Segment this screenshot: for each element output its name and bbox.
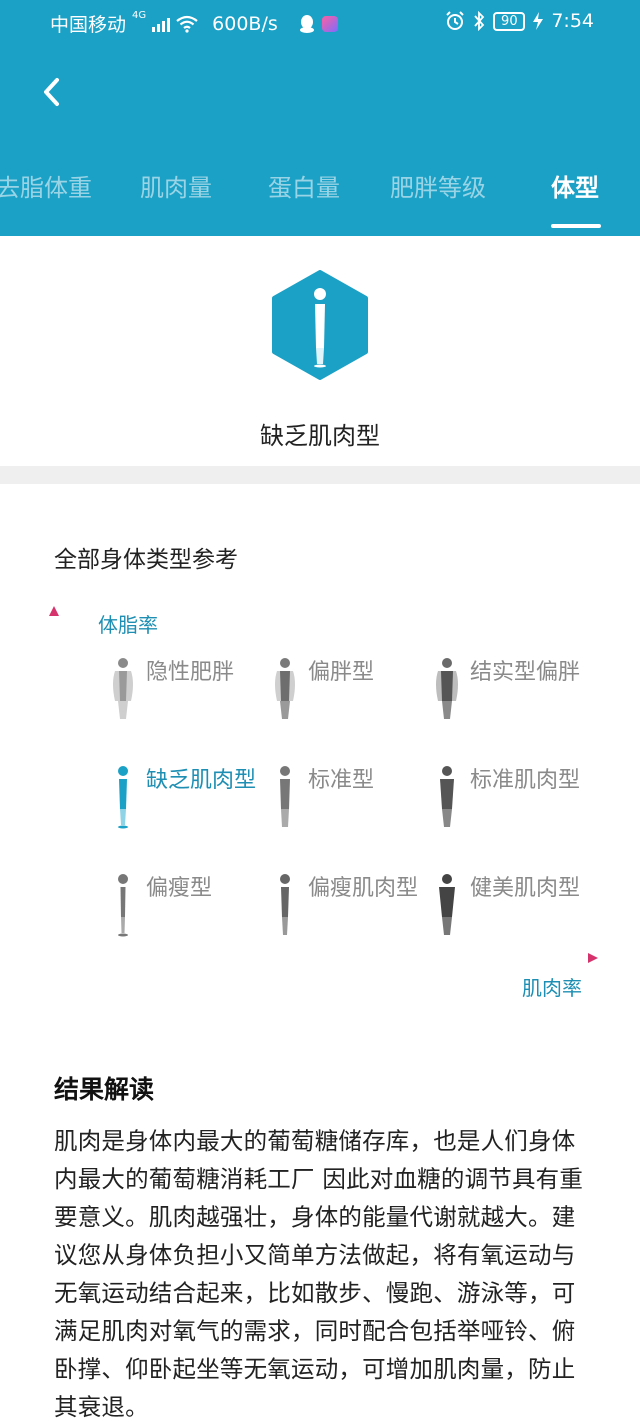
tab-lean-body-mass[interactable]: 去脂体重 <box>0 174 92 202</box>
figure-thin-muscle-icon <box>280 874 290 935</box>
carrier-label: 中国移动 <box>50 14 127 36</box>
body-figure-hexagon-icon <box>272 270 368 380</box>
body-type-label: 结实型偏胖 <box>470 660 581 685</box>
tab-body-type[interactable]: 体型 <box>551 174 599 202</box>
bluetooth-icon <box>474 11 485 31</box>
tab-bar: 去脂体重 肌肉量 蛋白量 肥胖等级 体型 <box>0 160 640 236</box>
signal-icon <box>152 16 171 32</box>
result-body-type: 缺乏肌肉型 <box>260 422 380 450</box>
body-type-label: 标准型 <box>308 768 375 793</box>
figure-fit-muscle-icon <box>439 874 455 935</box>
network-type: 4G <box>132 10 147 21</box>
battery-icon: 90 <box>493 11 526 31</box>
status-bar-right: 90 7:54 <box>445 10 594 32</box>
body-type-label: 偏瘦肌肉型 <box>308 876 419 901</box>
body-type-axes <box>44 606 598 963</box>
tab-protein[interactable]: 蛋白量 <box>268 174 340 202</box>
body-type-chubby[interactable]: 偏胖型 <box>270 657 420 723</box>
body-type-solid-chubby[interactable]: 结实型偏胖 <box>432 657 582 723</box>
body-type-lack-muscle[interactable]: 缺乏肌肉型 <box>108 765 258 831</box>
body-type-label: 偏胖型 <box>308 660 375 685</box>
body-type-label: 偏瘦型 <box>146 876 213 901</box>
active-tab-indicator <box>551 224 601 228</box>
header: 中国移动 4G 600B/s <box>0 0 640 236</box>
clock: 7:54 <box>551 10 594 32</box>
figure-lack-muscle-icon <box>118 766 128 829</box>
back-button[interactable] <box>34 72 74 112</box>
figure-standard-icon <box>280 766 290 827</box>
y-axis-arrow <box>49 606 59 616</box>
y-axis-label: 体脂率 <box>98 613 158 637</box>
chevron-left-icon <box>44 78 59 106</box>
body-type-label: 标准肌肉型 <box>470 768 581 793</box>
x-axis-arrow <box>588 953 598 963</box>
figure-solid-chubby-icon <box>436 658 458 719</box>
status-bar-left: 中国移动 4G 600B/s <box>50 10 338 37</box>
section-divider <box>0 466 640 484</box>
status-bar: 中国移动 4G 600B/s <box>0 0 640 44</box>
figure-thin-icon <box>118 874 128 937</box>
qq-icon <box>299 14 314 33</box>
battery-level: 90 <box>501 13 518 29</box>
wifi-icon <box>176 15 198 33</box>
body-type-thin[interactable]: 偏瘦型 <box>108 873 258 939</box>
figure-chubby-icon <box>275 658 295 719</box>
x-axis-label: 肌肉率 <box>522 976 582 1000</box>
body-type-standard[interactable]: 标准型 <box>270 765 420 831</box>
interpretation-body: 肌肉是身体内最大的葡萄糖储存库，也是人们身体内最大的葡萄糖消耗工厂 因此对血糖的… <box>54 1127 584 1421</box>
body-type-standard-muscle[interactable]: 标准肌肉型 <box>432 765 582 831</box>
figure-hidden-obese-icon <box>113 658 133 719</box>
tab-muscle-mass[interactable]: 肌肉量 <box>140 174 212 202</box>
network-speed: 600B/s <box>212 12 278 35</box>
charging-icon <box>533 12 544 30</box>
body-type-label: 健美肌肉型 <box>470 876 581 901</box>
reference-title: 全部身体类型参考 <box>54 547 238 573</box>
app-icon <box>321 15 338 32</box>
body-type-fit-muscle[interactable]: 健美肌肉型 <box>432 873 582 939</box>
figure-standard-muscle-icon <box>440 766 454 827</box>
body-type-hidden-obese[interactable]: 隐性肥胖 <box>108 657 258 723</box>
tab-obesity-level[interactable]: 肥胖等级 <box>390 174 486 202</box>
body-type-label: 缺乏肌肉型 <box>146 768 257 793</box>
interpretation-title: 结果解读 <box>54 1075 155 1104</box>
body-type-label: 隐性肥胖 <box>146 660 235 685</box>
alarm-icon <box>446 11 465 30</box>
body-type-thin-muscle[interactable]: 偏瘦肌肉型 <box>270 873 420 939</box>
